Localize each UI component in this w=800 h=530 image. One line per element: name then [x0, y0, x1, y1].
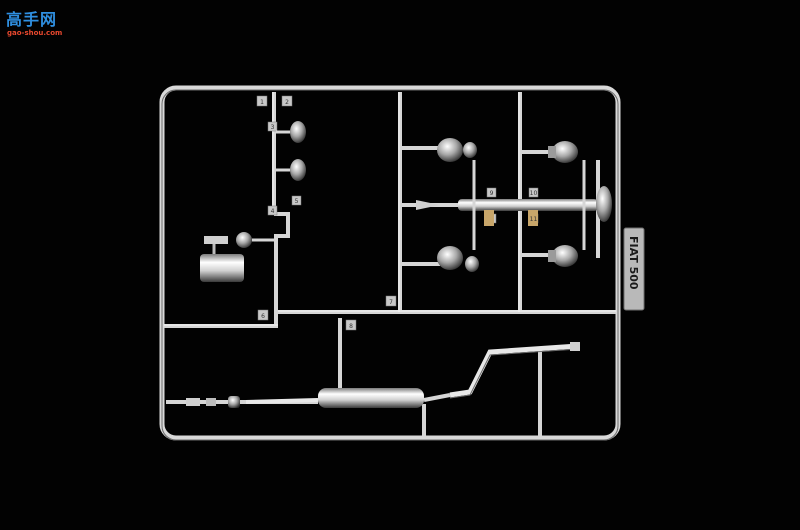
part-number-label: 6 — [261, 313, 265, 320]
part-number-tabs — [256, 95, 539, 331]
part-number-label: 11 — [530, 216, 538, 223]
sprue-tag-text: FIAT 500 — [627, 236, 640, 290]
headlamp-parts — [276, 121, 306, 181]
part-number-label: 10 — [530, 190, 538, 197]
sprue-name-tag: FIAT 500 — [623, 227, 645, 311]
part-number-label: 7 — [389, 299, 393, 306]
part-number-label: 5 — [295, 198, 299, 205]
part-number-label: 2 — [285, 99, 289, 106]
engine-block-parts — [200, 232, 274, 282]
part-number-label: 1 — [260, 99, 264, 106]
watermark-site-name: 高手网 — [6, 10, 58, 29]
part-number-label: 3 — [271, 124, 275, 131]
watermark-logo: 高手网 gao-shou.com — [6, 6, 72, 40]
watermark-site-url: gao-shou.com — [7, 29, 63, 37]
part-number-label: 4 — [271, 208, 275, 215]
part-number-label: 9 — [490, 190, 494, 197]
hub-parts — [437, 138, 578, 272]
exhaust-system — [186, 342, 580, 408]
axle-part — [416, 160, 612, 250]
part-number-label: 8 — [349, 323, 353, 330]
